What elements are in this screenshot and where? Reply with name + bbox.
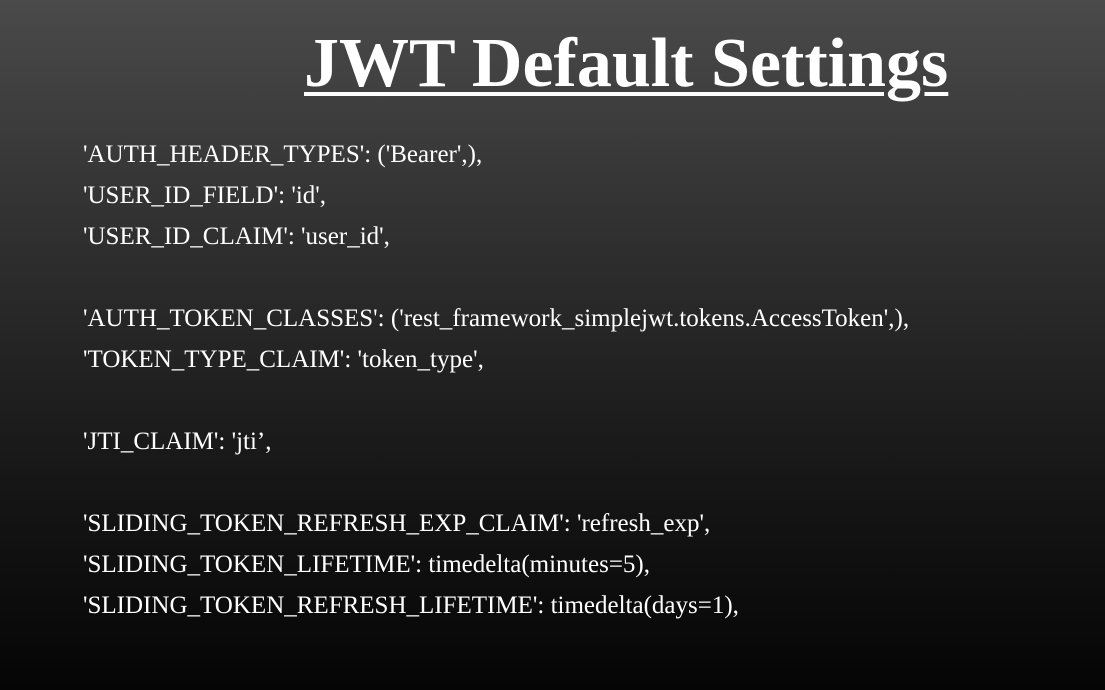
slide-title: JWT Default Settings (304, 25, 949, 102)
settings-line: 'SLIDING_TOKEN_REFRESH_EXP_CLAIM': 'refr… (83, 510, 711, 537)
settings-line: 'USER_ID_CLAIM': 'user_id', (83, 223, 390, 250)
settings-list: 'AUTH_HEADER_TYPES': ('Bearer',), 'USER_… (83, 134, 909, 626)
settings-line: 'TOKEN_TYPE_CLAIM': 'token_type', (83, 346, 484, 373)
settings-line: 'SLIDING_TOKEN_LIFETIME': timedelta(minu… (83, 551, 650, 578)
settings-line: 'AUTH_TOKEN_CLASSES': ('rest_framework_s… (83, 305, 910, 332)
blank-line (83, 380, 909, 421)
settings-line: 'JTI_CLAIM': 'jti’, (83, 428, 272, 455)
settings-line: 'USER_ID_FIELD': 'id', (83, 182, 327, 209)
blank-line (83, 257, 909, 298)
blank-line (83, 462, 909, 503)
settings-line: 'SLIDING_TOKEN_REFRESH_LIFETIME': timede… (83, 592, 739, 619)
settings-line: 'AUTH_HEADER_TYPES': ('Bearer',), (83, 141, 483, 168)
